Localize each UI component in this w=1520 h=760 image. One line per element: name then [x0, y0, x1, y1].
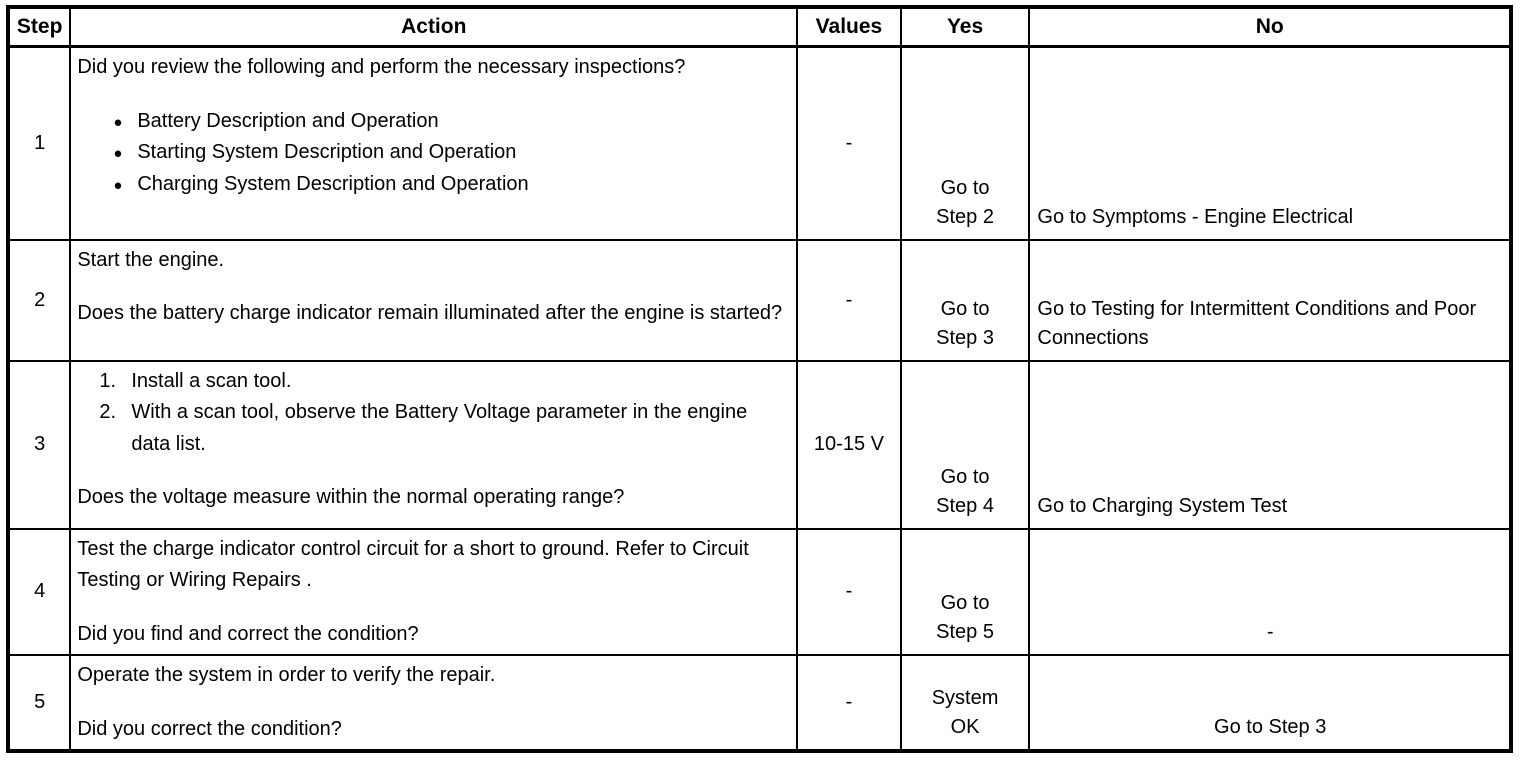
action-cell: 1. Install a scan tool. 2. With a scan t… [69, 359, 799, 530]
action-cell: Operate the system in order to verify th… [69, 654, 799, 753]
yes-cell: Go to Step 3 [899, 238, 1031, 362]
yes-cell: Go to Step 5 [899, 527, 1031, 657]
no-cell: Go to Symptoms - Engine Electrical [1028, 45, 1512, 241]
list-number: 2. [99, 401, 117, 424]
table-row-step-1: 1 Did you review the following and perfo… [6, 45, 1512, 241]
list-text: Install a scan tool. [131, 369, 292, 392]
yes-cell: System OK [899, 654, 1031, 753]
values-cell: - [796, 45, 902, 241]
header-row: Step Action Values Yes No [6, 6, 1512, 48]
yes-line: OK [950, 716, 980, 739]
yes-line: Step 5 [936, 621, 994, 644]
paragraph-spacer [77, 460, 786, 482]
paragraph-spacer [77, 84, 786, 106]
step-number: 2 [6, 238, 72, 362]
paragraph-spacer [77, 276, 786, 298]
list-item: ● Battery Description and Operation [77, 106, 786, 138]
action-question: Does the battery charge indicator remain… [77, 302, 783, 325]
action-question: Did you find and correct the condition? [77, 622, 419, 645]
paragraph-spacer [77, 692, 786, 714]
action-question: Did you correct the condition? [77, 717, 342, 740]
paragraph-spacer [77, 597, 786, 619]
yes-line: System [931, 687, 999, 710]
header-values: Values [796, 6, 902, 48]
list-text: With a scan tool, observe the Battery Vo… [131, 401, 748, 455]
no-cell: Go to Charging System Test [1028, 359, 1512, 530]
table-row-step-5: 5 Operate the system in order to verify … [6, 654, 1512, 753]
bullet-text: Battery Description and Operation [137, 109, 439, 132]
yes-line: Step 3 [936, 326, 994, 349]
step-number: 5 [6, 654, 72, 753]
no-cell: - [1028, 527, 1512, 657]
action-cell: Start the engine. Does the battery charg… [69, 238, 799, 362]
values-cell: - [796, 654, 902, 753]
action-paragraph: Test the charge indicator control circui… [77, 537, 749, 592]
bullet-list: ● Battery Description and Operation ● St… [77, 106, 786, 201]
diagnostic-table: Step Action Values Yes No 1 Did you revi… [6, 5, 1513, 754]
table-row-step-4: 4 Test the charge indicator control circ… [6, 527, 1512, 657]
yes-cell: Go to Step 4 [899, 359, 1031, 530]
list-item: 2. With a scan tool, observe the Battery… [77, 397, 786, 460]
yes-line: Go to [940, 592, 990, 615]
step-number: 1 [6, 45, 72, 241]
step-number: 4 [6, 527, 72, 657]
yes-cell: Go to Step 2 [899, 45, 1031, 241]
list-item: 1. Install a scan tool. [77, 366, 786, 398]
table-row-step-3: 3 1. Install a scan tool. 2. With a scan… [6, 359, 1512, 530]
table-header: Step Action Values Yes No [6, 6, 1512, 48]
list-number: 1. [99, 369, 117, 392]
yes-line: Step 4 [936, 494, 994, 517]
action-cell: Test the charge indicator control circui… [69, 527, 799, 657]
header-step: Step [6, 6, 72, 48]
values-cell: - [796, 238, 902, 362]
table-row-step-2: 2 Start the engine. Does the battery cha… [6, 238, 1512, 362]
action-cell: Did you review the following and perform… [69, 45, 799, 241]
header-yes: Yes [899, 6, 1031, 48]
table-body: 1 Did you review the following and perfo… [6, 45, 1512, 753]
yes-line: Step 2 [936, 205, 994, 228]
action-paragraph: Start the engine. [77, 248, 225, 271]
bullet-icon: ● [113, 145, 123, 163]
values-cell: - [796, 527, 902, 657]
no-cell: Go to Testing for Intermittent Condition… [1028, 238, 1512, 362]
bullet-icon: ● [113, 113, 123, 131]
yes-line: Go to [940, 465, 990, 488]
header-no: No [1028, 6, 1512, 48]
list-item: ● Charging System Description and Operat… [77, 169, 786, 201]
header-action: Action [69, 6, 799, 48]
bullet-icon: ● [113, 176, 123, 194]
action-question: Does the voltage measure within the norm… [77, 486, 625, 509]
list-item: ● Starting System Description and Operat… [77, 137, 786, 169]
action-paragraph: Operate the system in order to verify th… [77, 664, 496, 687]
bullet-text: Charging System Description and Operatio… [137, 172, 529, 195]
yes-line: Go to [940, 176, 990, 199]
action-intro: Did you review the following and perform… [77, 56, 686, 78]
step-number: 3 [6, 359, 72, 530]
no-cell: Go to Step 3 [1028, 654, 1512, 753]
numbered-list: 1. Install a scan tool. 2. With a scan t… [77, 366, 786, 461]
bullet-text: Starting System Description and Operatio… [137, 141, 517, 164]
yes-line: Go to [940, 297, 990, 320]
values-cell: 10-15 V [796, 359, 902, 530]
